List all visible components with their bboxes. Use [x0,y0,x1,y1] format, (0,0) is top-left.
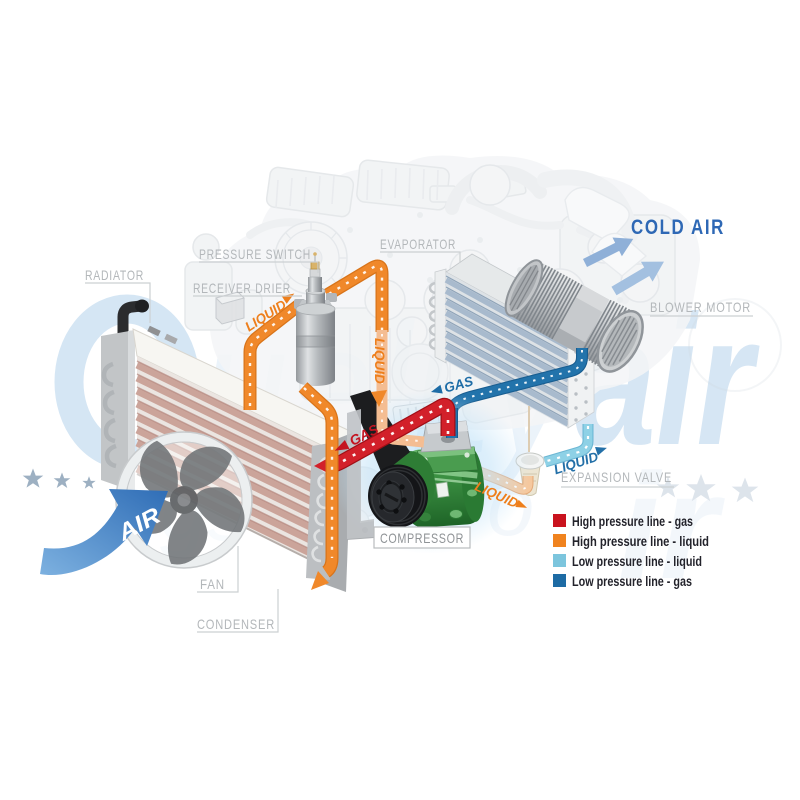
svg-text:High pressure line - gas: High pressure line - gas [572,513,693,529]
svg-text:RECEIVER DRIER: RECEIVER DRIER [193,280,291,296]
svg-text:GAS: GAS [443,374,475,396]
svg-text:RADIATOR: RADIATOR [85,267,144,283]
svg-text:Low pressure line - gas: Low pressure line - gas [572,573,692,589]
svg-text:BLOWER MOTOR: BLOWER MOTOR [650,299,751,315]
svg-text:CONDENSER: CONDENSER [197,616,275,632]
svg-text:COLD AIR: COLD AIR [631,216,725,239]
svg-text:ir: ir [618,442,726,610]
svg-text:High pressure line - liquid: High pressure line - liquid [572,533,709,549]
svg-text:COMPRESSOR: COMPRESSOR [380,530,464,546]
svg-text:PRESSURE SWITCH: PRESSURE SWITCH [199,246,311,262]
svg-text:LIQUID: LIQUID [372,338,387,384]
svg-text:EVAPORATOR: EVAPORATOR [380,236,456,252]
svg-text:EXPANSION VALVE: EXPANSION VALVE [561,469,672,485]
svg-text:Low pressure line - liquid: Low pressure line - liquid [572,553,702,569]
svg-text:FAN: FAN [200,576,225,592]
